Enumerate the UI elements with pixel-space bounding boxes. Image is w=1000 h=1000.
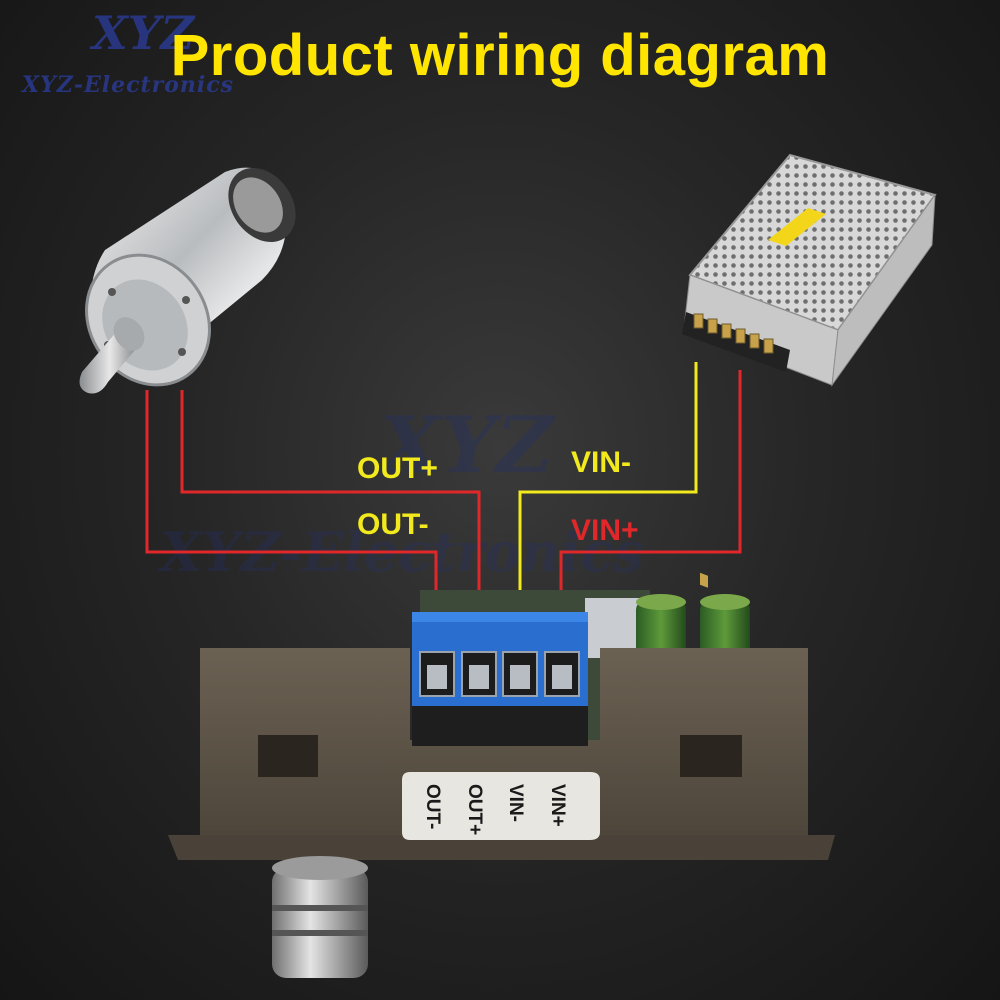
page-title: Product wiring diagram [170,23,830,88]
terminal-label-out-minus: OUT- [422,784,443,830]
switching-power-supply-image [682,153,937,588]
watermark-logo: XYZ [92,6,195,60]
watermark-logo-center: XYZ [380,400,554,491]
dc-gear-motor-image [79,167,296,394]
label-out-plus: OUT+ [357,452,438,485]
terminal-label-out-plus: OUT+ [464,784,485,836]
terminal-label-vin-minus: VIN- [505,784,526,822]
label-out-minus: OUT- [357,508,429,541]
wire-vin-minus [518,362,698,665]
wire-out-plus [180,390,481,665]
terminal-label-vin-plus: VIN+ [547,784,568,827]
label-vin-minus: VIN- [571,446,631,479]
motor-speed-controller-board-image [168,590,835,978]
label-vin-plus: VIN+ [571,514,639,547]
watermark-brand: XYZ-Electronics [22,72,235,98]
